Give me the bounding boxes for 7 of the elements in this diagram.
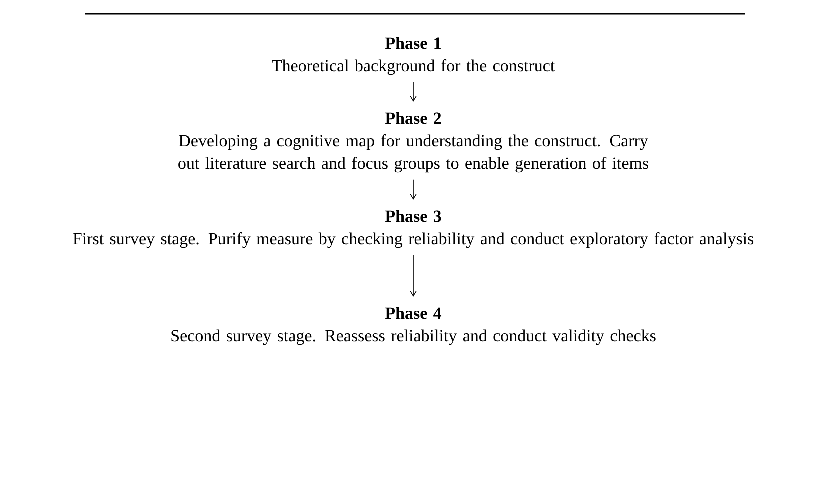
phase-text: Phase 2 Developing a cognitive map for understanding the construct. Carry out literature search and focus groups to enable generation of items (178, 112, 648, 173)
arrow (410, 179, 417, 200)
arrow (410, 82, 417, 102)
arrow (410, 254, 417, 297)
phase-text: Phase 3 First survey stage. Purify measure by checking reliability and conduct exploratory factor analysis (73, 210, 754, 248)
phase-text: Phase 4 Second survey stage. Reassess reliability and conduct validity checks (172, 307, 656, 346)
phase-text: Phase 1 Theoretical background for the construct (272, 37, 556, 76)
